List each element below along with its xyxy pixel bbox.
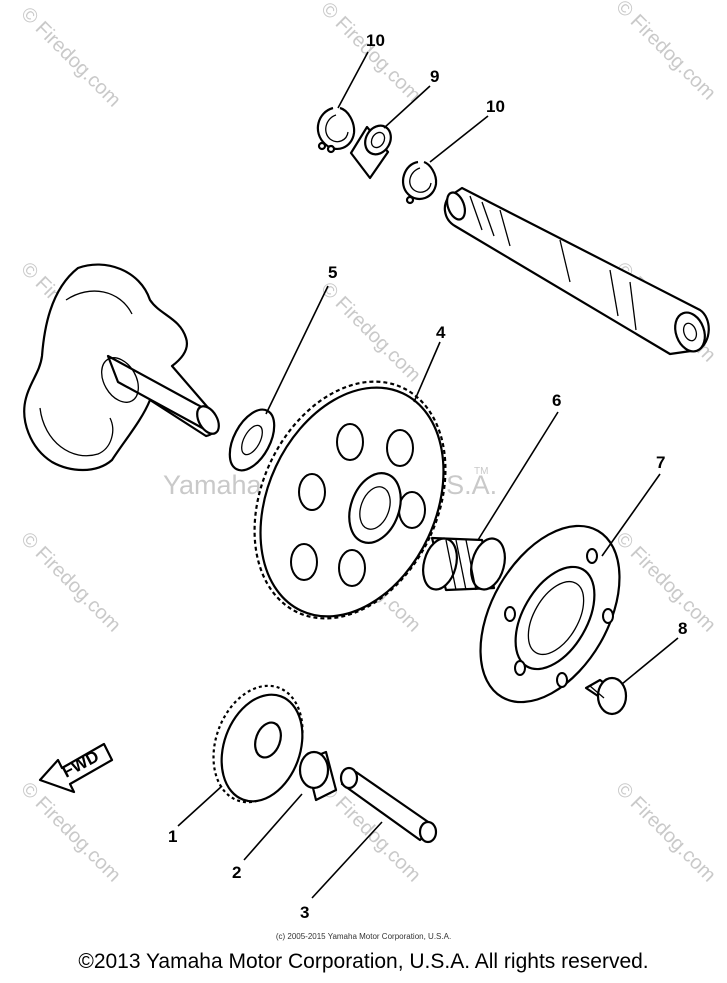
watermark-site: © Firedog.com [16,3,125,112]
watermark-site: © Firedog.com [316,0,425,106]
callout-5: 5 [328,263,337,282]
callout-labels: 10 9 10 5 4 6 7 8 1 2 3 [168,31,687,922]
part-10-circlip-upper [316,106,356,154]
part-shaft-upper [443,186,710,356]
callout-6: 6 [552,391,561,410]
watermark-tm: TM [474,466,488,477]
callout-3: 3 [300,903,309,922]
part-1-small-gear [212,684,304,804]
watermark-site: © Firedog.com [611,0,720,104]
part-crankshaft [23,263,220,471]
callout-1: 1 [168,827,177,846]
watermark-site: © Firedog.com [16,778,125,887]
callout-2: 2 [232,863,241,882]
part-10-circlip-lower [401,160,438,205]
part-2-collar [298,750,338,802]
part-3-shaft [339,766,438,844]
part-7-clutch [479,524,621,704]
callout-7: 7 [656,453,665,472]
part-9-collar [349,124,392,180]
part-6-bearing [422,536,506,592]
copyright-footer: ©2013 Yamaha Motor Corporation, U.S.A. A… [78,950,649,973]
watermark-site: © Firedog.com [611,528,720,637]
callout-8: 8 [678,619,687,638]
part-8-bolt [584,676,628,716]
leader-lines [177,51,679,899]
callout-9: 9 [430,67,439,86]
watermark-site: © Firedog.com [16,528,125,637]
watermark-site: © Firedog.com [316,278,425,387]
watermark-site: © Firedog.com [611,778,720,887]
part-4-large-gear [253,380,447,620]
small-credit: (c) 2005-2015 Yamaha Motor Corporation, … [275,932,452,941]
fwd-arrow: FWD [38,742,114,794]
callout-4: 4 [436,323,446,342]
callout-10-upper: 10 [366,31,385,50]
callout-10-lower: 10 [486,97,505,116]
